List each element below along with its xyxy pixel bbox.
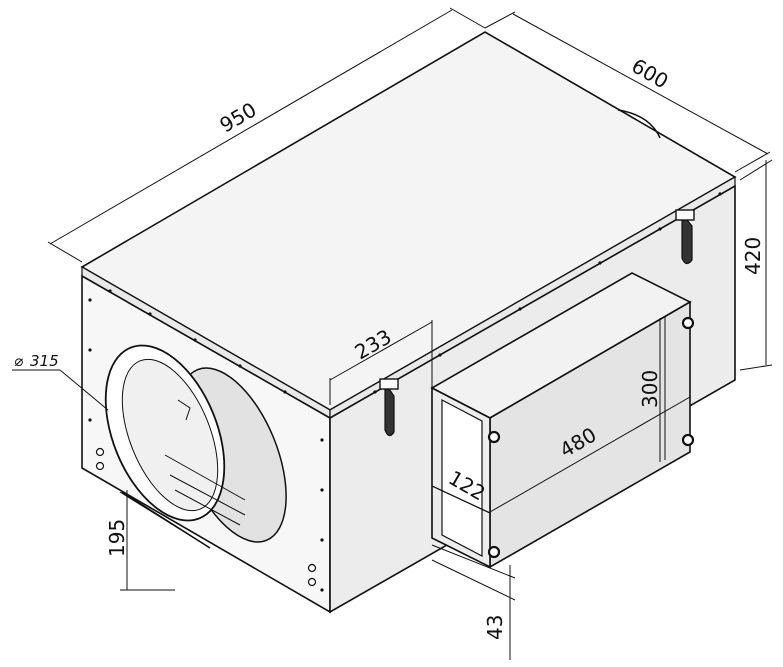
dimension-length-label: 950	[216, 97, 261, 137]
dimension-filter-length	[489, 396, 691, 513]
dimension-filter-height-label: 300	[638, 370, 662, 408]
diameter-symbol: ⌀	[14, 352, 23, 370]
dimension-filter-depth	[431, 485, 491, 514]
left-face-holes	[95, 447, 317, 587]
left-face-screws	[88, 298, 324, 592]
dimension-length	[47, 7, 486, 263]
dimension-height-label: 420	[741, 237, 765, 275]
dimension-width-label: 600	[628, 54, 673, 94]
knob-icon	[487, 316, 695, 559]
front-duct	[104, 344, 287, 549]
dimension-diameter	[12, 369, 109, 411]
dimension-duct-offset	[329, 320, 433, 405]
dimension-duct-center-label: 195	[105, 519, 129, 557]
dimension-duct-center	[119, 490, 211, 591]
dimension-diameter-label: 315	[30, 352, 59, 370]
dimension-filter-bottom-label: 43	[483, 615, 507, 640]
rear-duct	[617, 109, 661, 139]
dimension-height	[739, 159, 773, 371]
dimension-filter-bottom	[431, 544, 516, 660]
latch-icon	[379, 209, 695, 437]
filter-box	[430, 272, 692, 569]
lid-rivets	[108, 192, 722, 394]
dimension-width	[484, 11, 771, 173]
